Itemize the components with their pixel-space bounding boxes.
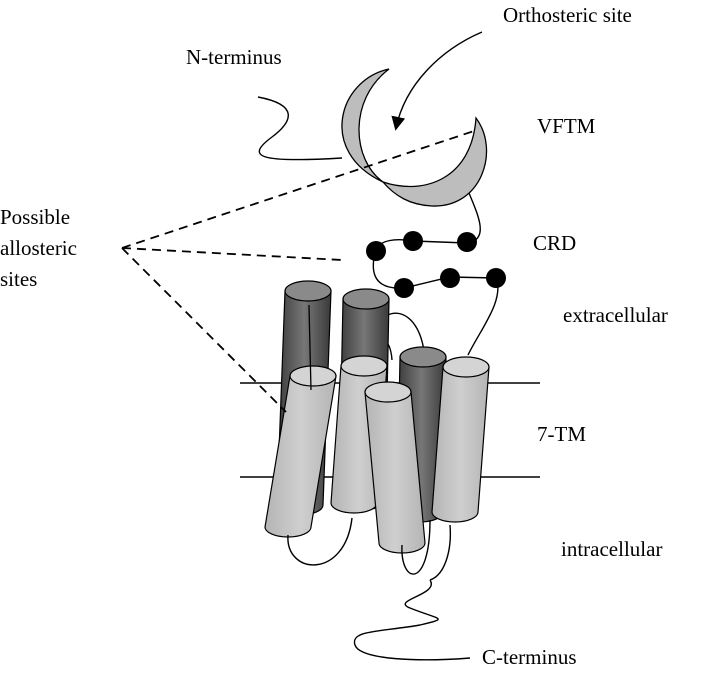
- crd-dot: [457, 232, 477, 252]
- orthosteric-arrow: [391, 31, 483, 131]
- vftm-lobe-right: [380, 116, 488, 207]
- crd-dot: [486, 268, 506, 288]
- allosteric-label-2: allosteric: [0, 236, 77, 260]
- helix-cylinder: [364, 381, 426, 554]
- crd-dot: [440, 268, 460, 288]
- intracellular-loop: [429, 524, 452, 581]
- allosteric-dash-tm: [121, 247, 287, 413]
- crd-label: CRD: [533, 231, 576, 255]
- extracellular-label: extracellular: [563, 303, 668, 327]
- crd-chain: [372, 239, 499, 356]
- helix-axis-line: [308, 304, 312, 391]
- vftm-label: VFTM: [537, 114, 596, 138]
- intracellular-loop: [287, 517, 353, 566]
- seven-tm-label: 7-TM: [537, 422, 586, 446]
- allosteric-label-3: sites: [0, 267, 37, 291]
- allosteric-label-1: Possible: [0, 205, 70, 229]
- c-terminus-label: C-terminus: [482, 645, 577, 669]
- allosteric-dash-vftm: [121, 130, 475, 249]
- crd-dot: [366, 241, 386, 261]
- intracellular-label: intracellular: [561, 537, 662, 561]
- vftm-lobe-left: [341, 68, 390, 183]
- helix-cylinder: [264, 365, 337, 538]
- helix-cylinder: [431, 356, 490, 523]
- crd-dots: [366, 231, 506, 298]
- n-terminus-label: N-terminus: [186, 45, 282, 69]
- intracellular-loop: [401, 519, 431, 575]
- n-terminus-chain: [257, 96, 343, 161]
- allosteric-dash-crd: [121, 247, 343, 261]
- crd-dot: [403, 231, 423, 251]
- crd-dot: [394, 278, 414, 298]
- seven-tm-helices: [264, 280, 490, 554]
- c-terminus-chain: [353, 579, 471, 661]
- orthosteric-site-label: Orthosteric site: [503, 3, 632, 27]
